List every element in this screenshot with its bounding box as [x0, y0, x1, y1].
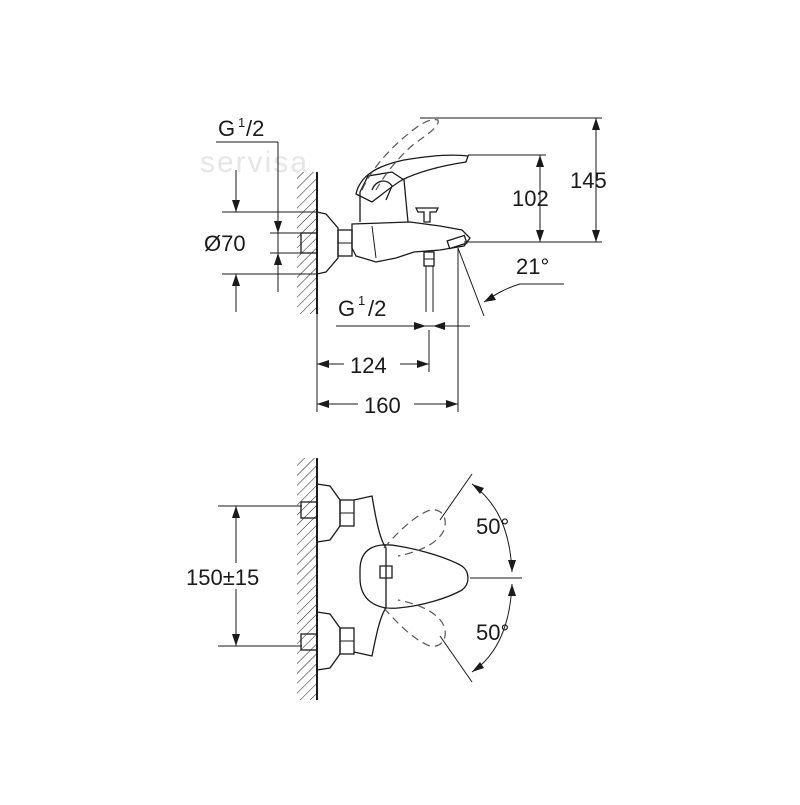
mixer-body-front	[353, 495, 387, 657]
thread-bottom-sub: /2	[368, 296, 386, 321]
thread-bottom-main: G	[338, 296, 355, 321]
handle-housing	[359, 171, 409, 223]
lever-ghost-up	[383, 509, 446, 557]
lever-front	[359, 544, 469, 609]
front-view: 50° 50° 150±15	[184, 458, 522, 700]
dim-angle-upper: 50°	[476, 514, 509, 539]
dim-height-total: 145	[570, 168, 607, 193]
thread-top-main: G	[218, 116, 235, 141]
mixer-body	[351, 221, 471, 263]
dim-length-inner: 124	[350, 353, 387, 378]
inlet-pipe	[300, 232, 318, 254]
dim-diameter: Ø70	[204, 231, 246, 256]
side-view: 145 102 21° Ø70 G 1 /2 G 1 /2	[204, 115, 607, 418]
dim-height-spout: 102	[512, 186, 549, 211]
dim-centers: 150±15	[186, 565, 259, 590]
diverter-knob	[414, 207, 440, 223]
thread-top-sup: 1	[238, 115, 245, 130]
lever-handle	[355, 154, 469, 203]
dim-angle-lower: 50°	[476, 620, 509, 645]
thread-bottom-sup: 1	[358, 293, 365, 308]
dim-angle-spout: 21°	[516, 254, 549, 279]
indicator	[379, 565, 393, 579]
lever-raised-ghost	[361, 119, 439, 191]
spout-tip	[446, 234, 468, 250]
wall-hatch-top	[297, 172, 317, 314]
dim-length-outer: 160	[364, 393, 401, 418]
rosette-upper	[316, 483, 341, 543]
watermark-text: servisa	[200, 146, 309, 179]
rosette	[316, 211, 339, 275]
wall-hatch-bottom	[297, 458, 317, 700]
thread-top-sub: /2	[246, 116, 264, 141]
rosette-lower	[316, 611, 341, 671]
lever-ghost-down	[383, 599, 446, 647]
